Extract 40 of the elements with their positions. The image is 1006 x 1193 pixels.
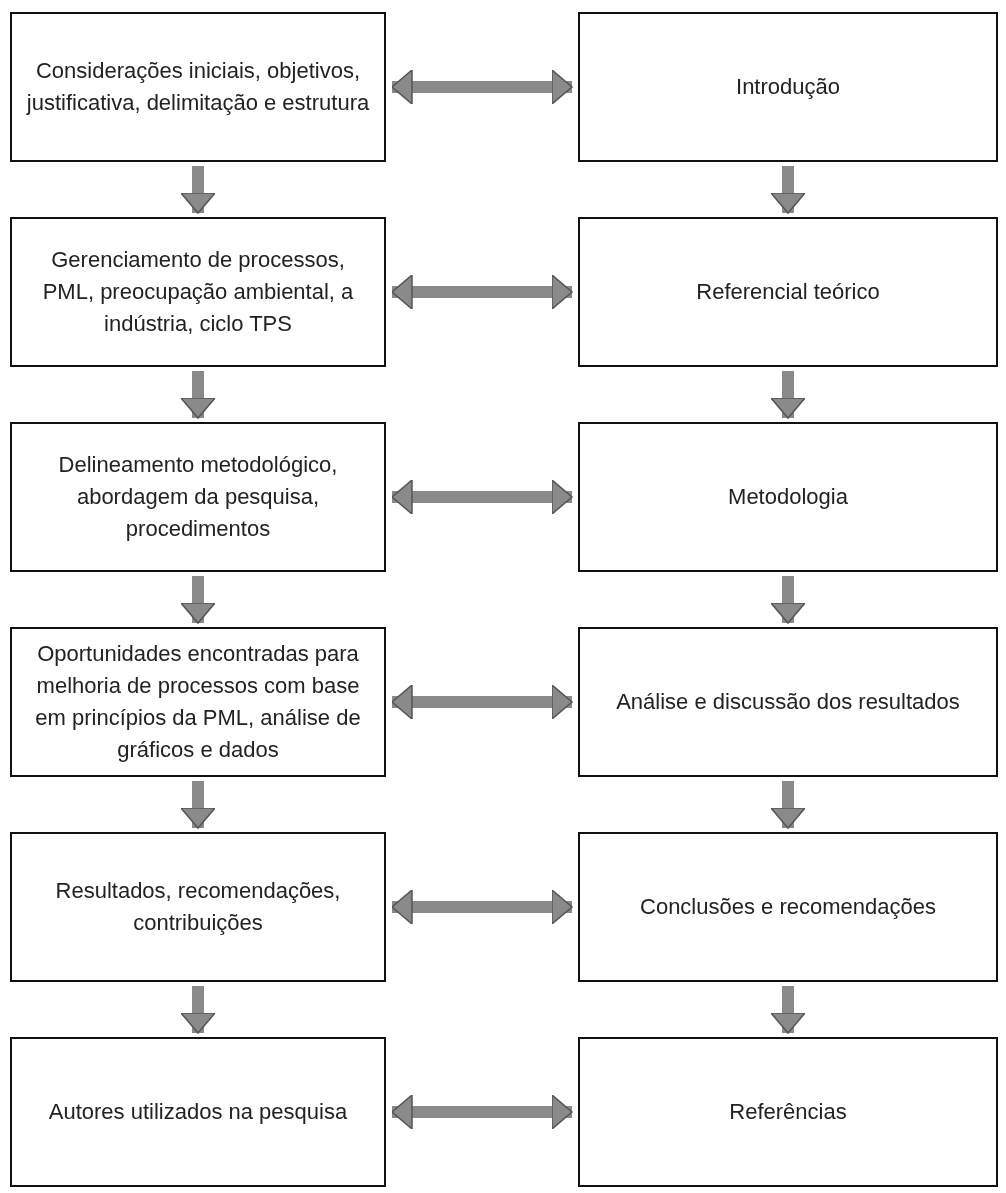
block-arrow (180, 781, 216, 829)
process-box (10, 1037, 386, 1187)
process-box (578, 422, 998, 572)
process-box (10, 627, 386, 777)
box-text: Análise e discussão dos resultados (616, 688, 960, 717)
block-arrow (391, 274, 573, 310)
block-arrow (770, 166, 806, 214)
box-text: Conclusões e recomendações (640, 893, 936, 922)
block-arrow (391, 69, 573, 105)
process-box (10, 832, 386, 982)
block-arrow (180, 576, 216, 624)
process-box (578, 832, 998, 982)
block-arrow (391, 1094, 573, 1130)
block-arrow (770, 781, 806, 829)
block-arrow (391, 889, 573, 925)
box-text: Considerações iniciais, objetivos, justificativa, delimitação e estrutura (26, 57, 370, 117)
box-text: Introdução (736, 73, 840, 102)
block-arrow (180, 371, 216, 419)
block-arrow (770, 986, 806, 1034)
box-text: Autores utilizados na pesquisa (48, 1098, 348, 1127)
box-text: Resultados, recomendações, contribuições (54, 877, 342, 937)
process-box (578, 217, 998, 367)
box-text: Delineamento metodológico, abordagem da pesquisa, procedimentos (57, 451, 339, 543)
block-arrow (770, 371, 806, 419)
block-arrow (391, 684, 573, 720)
box-text: Referencial teórico (696, 278, 880, 307)
process-box (10, 422, 386, 572)
block-arrow (391, 479, 573, 515)
process-box (10, 217, 386, 367)
process-box (578, 627, 998, 777)
process-box (10, 12, 386, 162)
box-text: Referências (729, 1098, 847, 1127)
box-text: Gerenciamento de processos, PML, preocupação ambiental, a indústria, ciclo TPS (41, 246, 355, 338)
process-box (578, 1037, 998, 1187)
process-box (578, 12, 998, 162)
block-arrow (180, 166, 216, 214)
block-arrow (180, 986, 216, 1034)
box-text: Oportunidades encontradas para melhoria de processos com base em princípios da PML, análise de gráficos e dados (34, 640, 362, 764)
block-arrow (770, 576, 806, 624)
box-text: Metodologia (728, 483, 848, 512)
